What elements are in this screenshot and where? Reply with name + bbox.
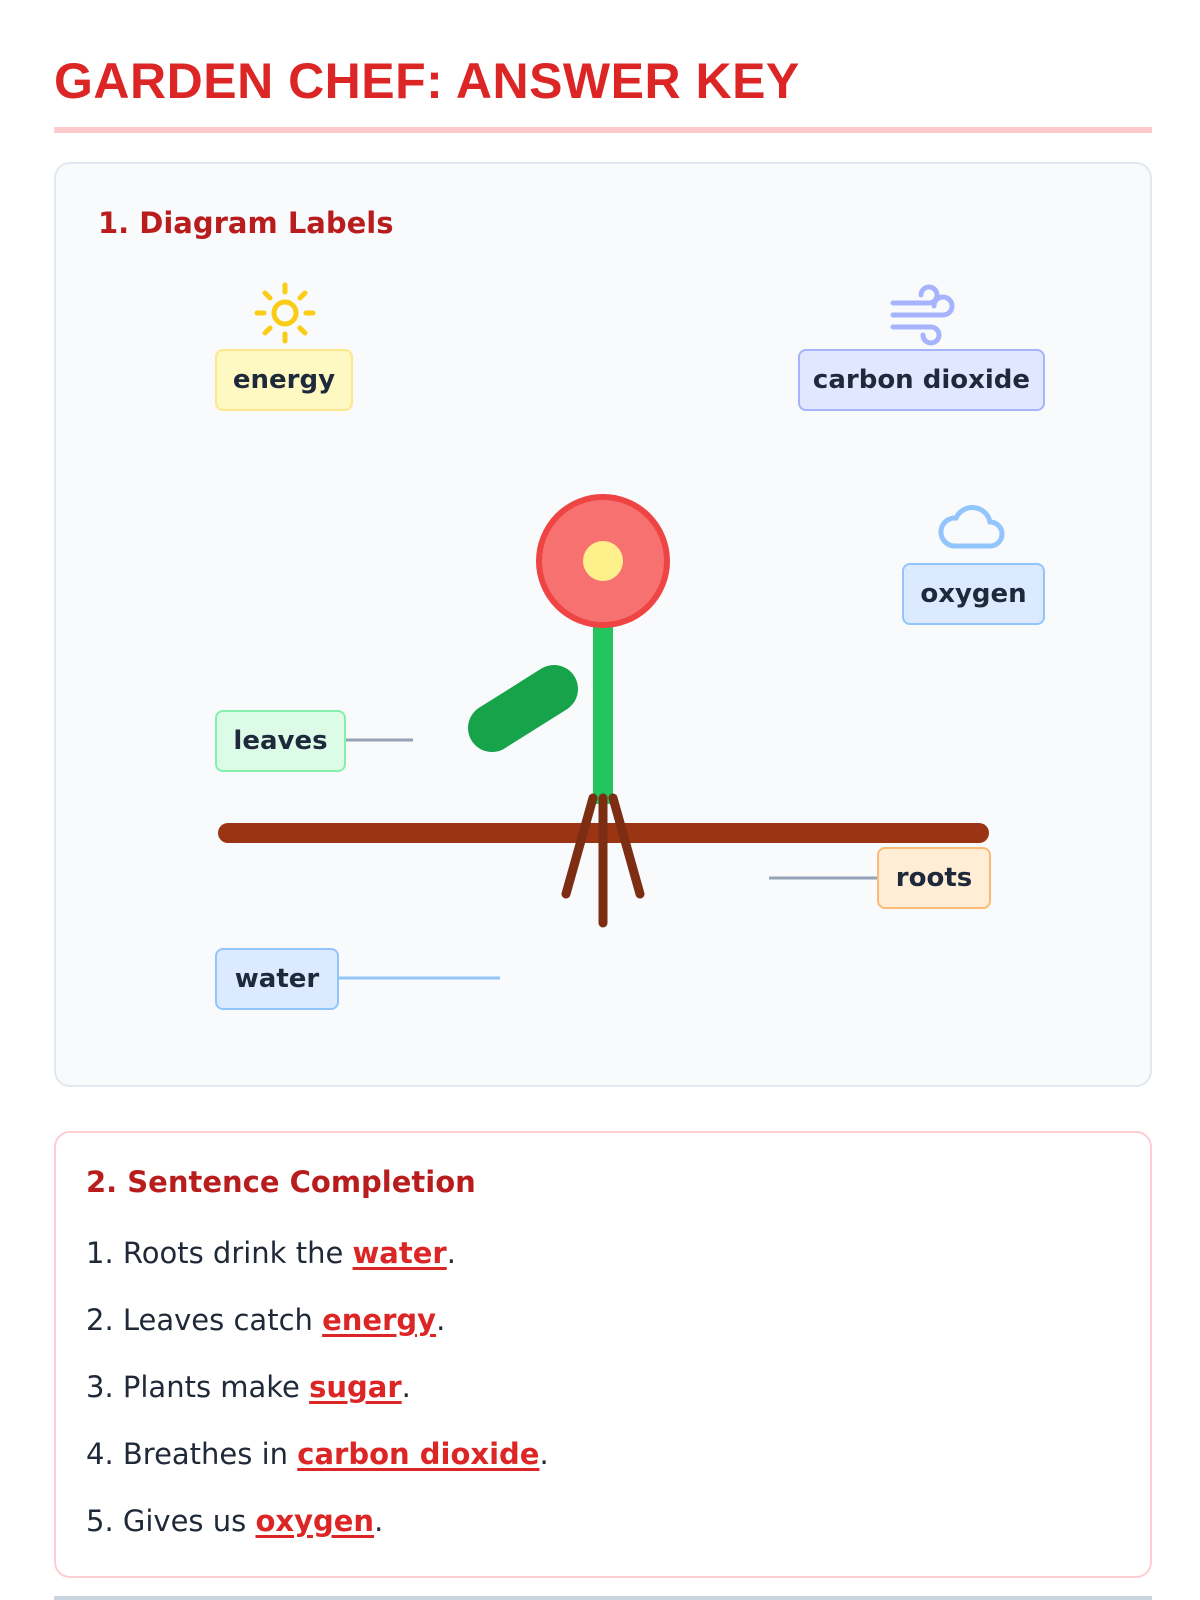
answer: oxygen [255, 1504, 375, 1538]
plant-leaf [468, 665, 578, 752]
sentence-end: . [446, 1236, 456, 1270]
sentence-end: . [539, 1437, 549, 1471]
sentence-item: 3. Plants make sugar. [86, 1370, 411, 1404]
bottom-divider [54, 1596, 1152, 1600]
flower-center [583, 541, 623, 581]
plant-stem [593, 604, 613, 804]
page-title: GARDEN CHEF: ANSWER KEY [54, 53, 800, 109]
answer: sugar [309, 1370, 402, 1404]
plant-roots [561, 793, 645, 928]
label-energy: energy [215, 349, 353, 411]
title-divider [54, 127, 1152, 133]
section-heading: 2. Sentence Completion [86, 1165, 476, 1199]
label-oxygen: oxygen [902, 563, 1045, 625]
sentence-text: 3. Plants make [86, 1370, 310, 1404]
sentence-text: 4. Breathes in [86, 1437, 298, 1471]
sentence-end: . [436, 1303, 446, 1337]
plant-diagram [218, 282, 1005, 980]
sentence-text: 2. Leaves catch [86, 1303, 323, 1337]
sentence-item: 2. Leaves catch energy. [86, 1303, 445, 1337]
cloud-icon [938, 505, 1005, 549]
sentence-text: 1. Roots drink the [86, 1236, 353, 1270]
sentence-end: . [401, 1370, 411, 1404]
answer: carbon dioxide [297, 1437, 540, 1471]
diagram-card: 1. Diagram Labels [54, 162, 1152, 1087]
wind-icon [890, 284, 955, 346]
label-carbon-dioxide: carbon dioxide [798, 349, 1045, 411]
section-heading: 1. Diagram Labels [98, 206, 394, 240]
sentence-item: 4. Breathes in carbon dioxide. [86, 1437, 549, 1471]
sentence-text: 5. Gives us [86, 1504, 256, 1538]
sun-icon [254, 282, 316, 344]
sentence-item: 5. Gives us oxygen. [86, 1504, 383, 1538]
label-leaves: leaves [215, 710, 346, 772]
sentence-card: 2. Sentence Completion 1. Roots drink th… [54, 1131, 1152, 1578]
label-roots: roots [877, 847, 991, 909]
sentence-item: 1. Roots drink the water. [86, 1236, 456, 1270]
sentence-end: . [374, 1504, 384, 1538]
answer: energy [322, 1303, 437, 1337]
label-water: water [215, 948, 339, 1010]
answer: water [352, 1236, 447, 1270]
